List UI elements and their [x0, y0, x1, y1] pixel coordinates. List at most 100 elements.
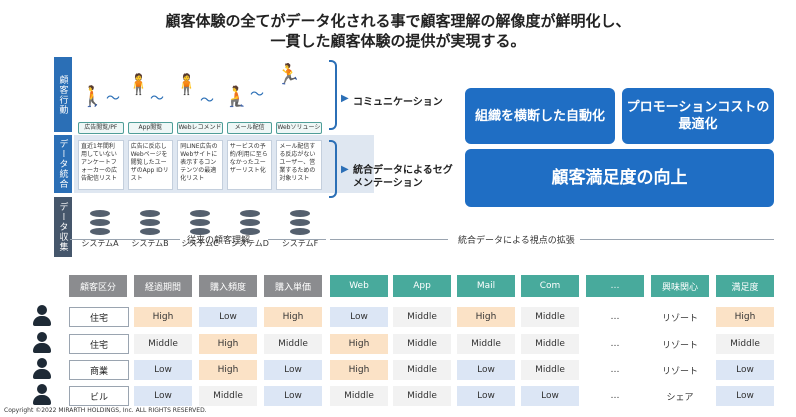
channel-row: 広告閲覧/PF App閲覧 Webレコメンド メール配信 Webソリューション/… — [78, 122, 322, 134]
system-item: システムB — [128, 210, 172, 249]
table-cell: Middle — [457, 334, 515, 354]
channel-label: Webソリューション/営業関連 — [276, 122, 322, 134]
segment-card: 広告に反応しWebページを閲覧したユーザのApp IDリスト — [127, 140, 174, 190]
wave-icon: 〜 — [150, 91, 164, 107]
table-cell: … — [610, 391, 620, 401]
person-icon — [33, 305, 51, 327]
table-cell: シェア — [666, 392, 694, 403]
column-header: 購入頻度 — [199, 275, 257, 297]
database-icon — [290, 210, 310, 236]
arrow-right-icon: ▶ — [341, 164, 349, 175]
table-cell: … — [610, 312, 620, 322]
segment-card: サービスの予約/利用に至らなかったユーザーリスト化 — [226, 140, 273, 190]
behavior-band — [74, 57, 374, 132]
table-cell: Middle — [393, 307, 451, 327]
table-cell: High — [716, 307, 774, 327]
table-cell: Middle — [716, 334, 774, 354]
communication-brace — [329, 60, 337, 130]
column-header: 満足度 — [716, 275, 774, 297]
data-flow-diagram: 顧客行動 データ統合 データ収集 — [54, 57, 374, 257]
system-name: システムF — [281, 239, 319, 248]
stroller-person-icon: 🚶 — [80, 84, 105, 108]
communication-label: コミュニケーション — [353, 97, 443, 108]
column-header: … — [586, 275, 644, 297]
table-cell: Middle — [521, 360, 579, 380]
segmentation-brace — [329, 140, 337, 198]
table-cell: Low — [199, 307, 257, 327]
table-cell: Low — [264, 360, 322, 380]
divider — [70, 239, 180, 240]
column-header: Web — [330, 275, 388, 297]
column-header: 顧客区分 — [69, 275, 127, 297]
column-header: 購入単価 — [264, 275, 322, 297]
column-header: 興味関心 — [651, 275, 709, 297]
cross-org-automation-box: 組織を横断した自動化 — [465, 88, 615, 144]
channel-label: Webレコメンド — [177, 122, 223, 134]
wave-icon: 〜 — [106, 91, 120, 107]
column-header: App — [393, 275, 451, 297]
elderly-person-icon: 🧎 — [224, 84, 249, 108]
divider — [580, 239, 774, 240]
table-cell: High — [330, 334, 388, 354]
table-cell: Middle — [521, 307, 579, 327]
column-header: Mail — [457, 275, 515, 297]
customer-journey-figures: 🚶 〜 🧍 〜 🧍 〜 🧎 〜 🏃 — [78, 62, 322, 117]
segment-card: 直近1年間利用していないアンケートフォーカーの広告配信リスト — [78, 140, 124, 190]
table-cell: Low — [330, 307, 388, 327]
table-cell: Middle — [393, 360, 451, 380]
table-cell: Middle — [199, 386, 257, 406]
running-person-icon: 🏃 — [276, 62, 301, 86]
person-icon — [33, 384, 51, 406]
wave-icon: 〜 — [200, 93, 214, 109]
collection-band — [74, 197, 374, 257]
headline-line-2: 一貫した顧客体験の提供が実現する。 — [270, 32, 526, 50]
channel-label: 広告閲覧/PF — [78, 122, 124, 134]
wave-icon: 〜 — [250, 87, 264, 103]
headline-line-1: 顧客体験の全てがデータ化される事で顧客理解の解像度が鮮明化し、 — [165, 12, 631, 30]
system-name: システムC — [181, 239, 219, 248]
row-label: 商業 — [69, 360, 129, 380]
copyright: Copyright ©2022 MIRARTH HOLDINGS, Inc. A… — [4, 407, 207, 414]
table-cell: リゾート — [661, 340, 698, 351]
person-icon — [33, 332, 51, 354]
table-cell: Middle — [330, 386, 388, 406]
table-cell: Low — [457, 386, 515, 406]
segment-card: 同LINE広告のWebサイトに表示するコンテンツの最適化リスト — [177, 140, 223, 190]
column-header: Com — [521, 275, 579, 297]
promotion-cost-box: プロモーションコストの最適化 — [622, 88, 774, 144]
section-traditional: 従来の顧客理解 — [187, 236, 251, 246]
system-item: システムF — [278, 210, 322, 249]
row-label: 住宅 — [69, 307, 129, 327]
row-label: ビル — [69, 386, 129, 406]
segmentation-label: 統合データによるセグメンテーション — [353, 165, 453, 189]
row-label: 住宅 — [69, 334, 129, 354]
table-cell: Low — [521, 386, 579, 406]
sidebar-data-collection: データ収集 — [54, 197, 72, 257]
channel-label: メール配信 — [226, 122, 273, 134]
system-name: システムD — [231, 239, 269, 248]
table-cell: High — [134, 307, 192, 327]
table-cell: Low — [716, 386, 774, 406]
table-cell: Low — [264, 386, 322, 406]
table-cell: High — [457, 307, 515, 327]
table-cell: リゾート — [661, 366, 698, 377]
divider — [330, 239, 448, 240]
segment-row: 直近1年間利用していないアンケートフォーカーの広告配信リスト 広告に反応しWeb… — [78, 140, 322, 190]
table-cell: High — [264, 307, 322, 327]
table-cell: Middle — [264, 334, 322, 354]
sidebar-customer-behavior: 顧客行動 — [54, 57, 72, 132]
sidebar-data-integration: データ統合 — [54, 135, 72, 193]
person-icon — [33, 358, 51, 380]
table-cell: Low — [134, 360, 192, 380]
system-item: システムA — [78, 210, 122, 249]
channel-label: App閲覧 — [127, 122, 174, 134]
arrow-right-icon: ▶ — [341, 93, 349, 104]
table-cell: High — [330, 360, 388, 380]
database-icon — [190, 210, 210, 236]
table-cell: リゾート — [661, 313, 698, 324]
table-cell: Middle — [134, 334, 192, 354]
section-extended: 統合データによる視点の拡張 — [458, 236, 575, 246]
table-cell: Middle — [521, 334, 579, 354]
table-cell: Middle — [393, 386, 451, 406]
family-icon: 🧍 — [174, 72, 199, 96]
